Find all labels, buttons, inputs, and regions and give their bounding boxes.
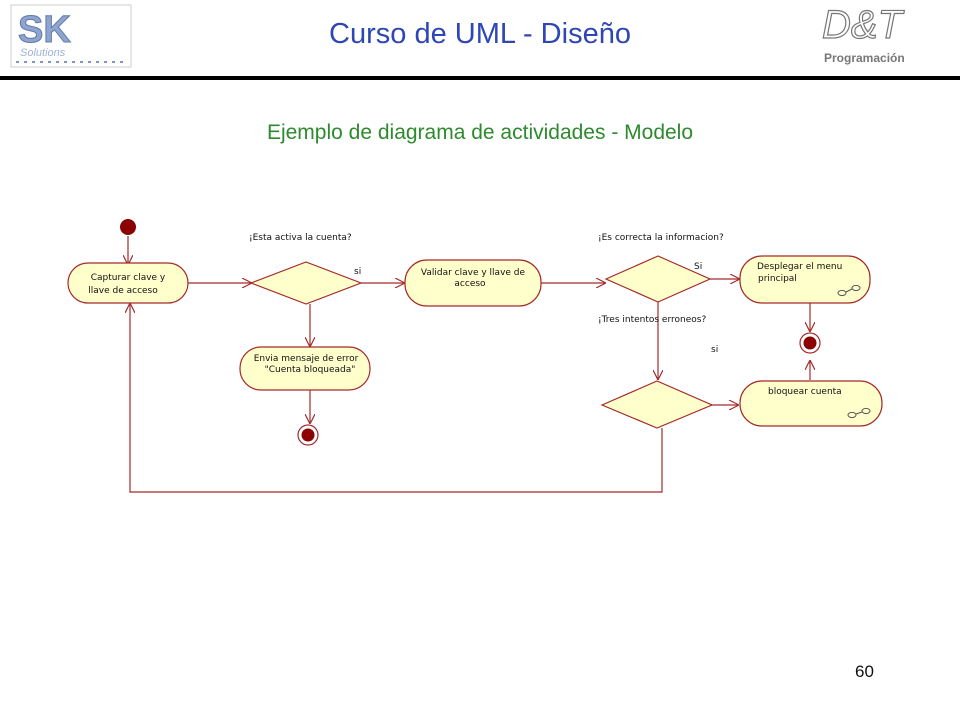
activity-capturar: Capturar clave y llave de acceso — [67, 262, 189, 304]
activity-envia-line2: "Cuenta bloqueada" — [265, 365, 356, 375]
guard-cuenta-activa: ¡Esta activa la cuenta? — [249, 233, 352, 243]
activity-bloquear-cuenta: bloquear cuenta — [739, 380, 883, 427]
activity-validar-line2: acceso — [454, 279, 486, 289]
page-number: 60 — [855, 662, 874, 681]
activity-desplegar-menu: Desplegar el menu principal — [739, 255, 871, 304]
activity-bloquear-label: bloquear cuenta — [768, 387, 842, 397]
activity-desplegar-line2: principal — [758, 274, 797, 284]
activity-desplegar-line1: Desplegar el menu — [757, 262, 842, 272]
sk-logo-subtext: Solutions — [20, 47, 66, 59]
sk-solutions-logo: SK Solutions — [10, 4, 132, 68]
activity-capturar-line1: Capturar clave y — [91, 273, 166, 283]
guard-tres-intentos: ¡Tres intentos erroneos? — [598, 315, 706, 325]
transitions — [128, 236, 810, 493]
transition-retry-loop — [130, 304, 663, 493]
decision-cuenta-activa — [249, 261, 363, 305]
guard-informacion-correcta: ¡Es correcta la informacion? — [598, 233, 724, 243]
dt-programacion-logo: D&T Programación — [814, 2, 934, 70]
guard-si-bloquear: si — [711, 345, 718, 355]
start-node — [120, 219, 136, 235]
activity-envia-line1: Envia mensaje de error — [254, 354, 359, 364]
guard-si-validar: si — [354, 267, 361, 277]
subactivity-icon — [837, 284, 861, 297]
activity-envia-mensaje: Envia mensaje de error "Cuenta bloqueada… — [239, 346, 371, 391]
activity-validar-line1: Validar clave y llave de — [421, 268, 526, 278]
activity-validar: Validar clave y llave de acceso — [404, 259, 542, 307]
header-divider — [0, 76, 960, 80]
end-node-menu — [799, 332, 821, 354]
decision-tres-intentos — [600, 380, 714, 429]
decision-informacion-correcta — [604, 255, 712, 303]
dt-logo-text: D&T — [822, 3, 905, 47]
subactivity-icon — [847, 407, 871, 419]
dt-logo-subtext: Programación — [824, 51, 905, 65]
end-node-bloqueada — [297, 424, 319, 446]
page-title: Curso de UML - Diseño — [329, 18, 631, 50]
slide-subtitle: Ejemplo de diagrama de actividades - Mod… — [266, 121, 694, 144]
guard-si-desplegar: Si — [694, 262, 702, 272]
activity-capturar-line2: llave de acceso — [88, 286, 158, 296]
sk-logo-text: SK — [18, 9, 71, 51]
